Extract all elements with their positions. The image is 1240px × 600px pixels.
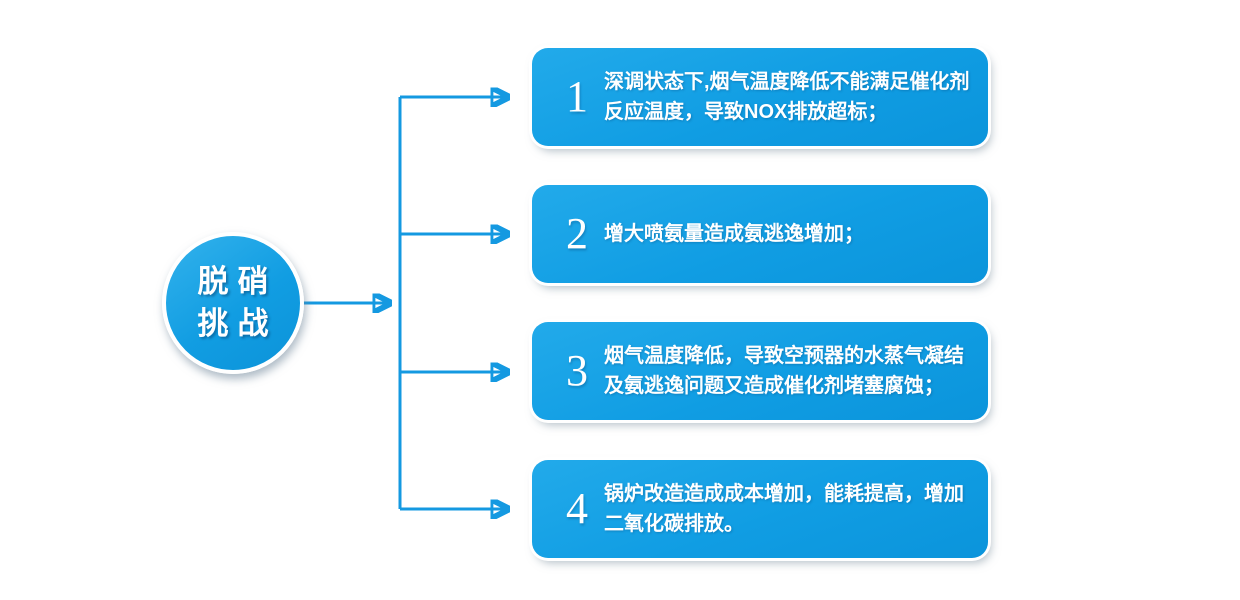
challenge-box-2: 2 增大喷氨量造成氨逃逸增加； xyxy=(532,185,988,283)
challenge-box-1: 1 深调状态下,烟气温度降低不能满足催化剂 反应温度，导致NOX排放超标； xyxy=(532,48,988,146)
root-node-circle: 脱硝 挑战 xyxy=(162,232,304,374)
challenge-text-1: 深调状态下,烟气温度降低不能满足催化剂 反应温度，导致NOX排放超标； xyxy=(604,71,970,123)
challenge-box-3: 3 烟气温度降低，导致空预器的水蒸气凝结 及氨逃逸问题又造成催化剂堵塞腐蚀； xyxy=(532,322,988,420)
challenge-text-2: 增大喷氨量造成氨逃逸增加； xyxy=(604,223,864,245)
challenge-number-1: 1 xyxy=(566,72,588,121)
challenge-text-3: 烟气温度降低，导致空预器的水蒸气凝结 及氨逃逸问题又造成催化剂堵塞腐蚀； xyxy=(604,345,964,397)
challenge-number-3: 3 xyxy=(566,346,588,395)
root-node-label-line2: 挑战 xyxy=(197,306,278,341)
challenge-text-4: 锅炉改造造成成本增加，能耗提高，增加 二氧化碳排放。 xyxy=(604,483,964,535)
challenge-box-4: 4 锅炉改造造成成本增加，能耗提高，增加 二氧化碳排放。 xyxy=(532,460,988,558)
challenge-number-4: 4 xyxy=(566,484,588,533)
root-node-label-line1: 脱硝 xyxy=(197,264,278,299)
challenge-number-2: 2 xyxy=(566,209,588,258)
